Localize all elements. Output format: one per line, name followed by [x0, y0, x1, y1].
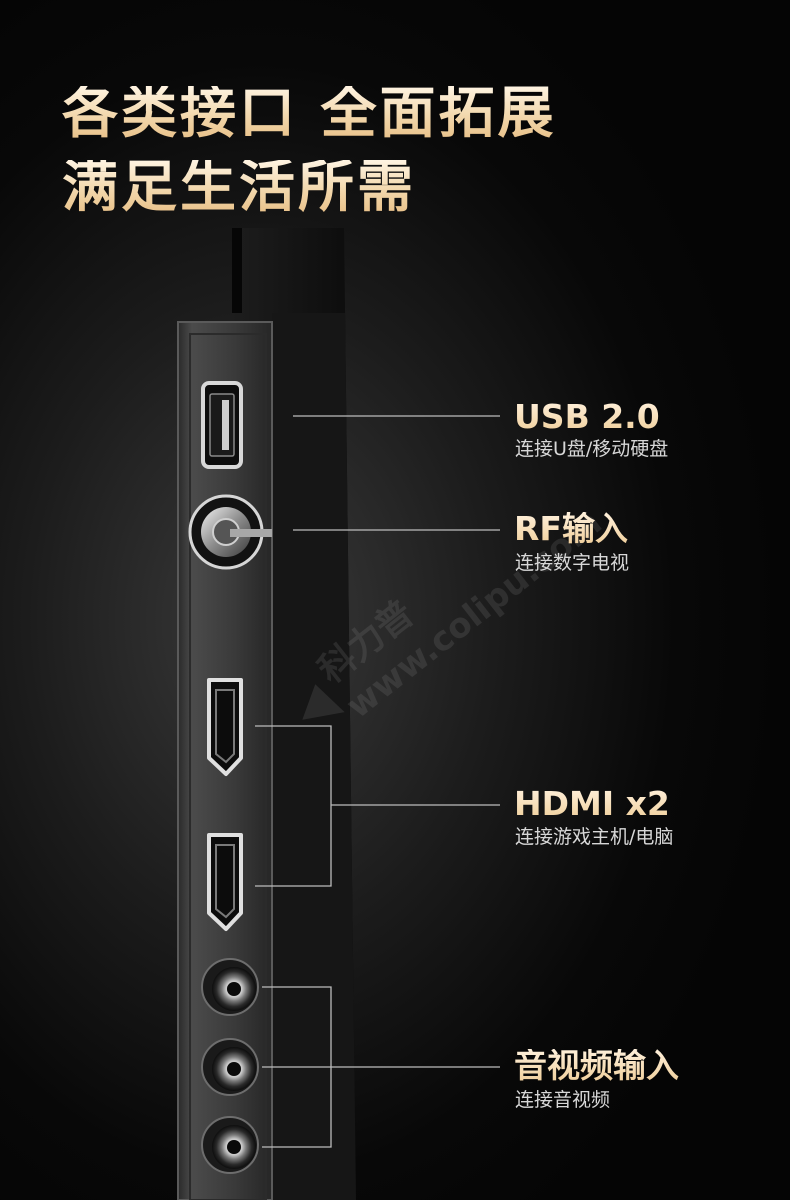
av-description: 连接音视频 — [515, 1089, 611, 1111]
hdmi-bracket — [255, 725, 332, 887]
hdmi-port-icon — [207, 833, 243, 931]
tv-back-plate — [272, 313, 356, 1200]
rca-jack-icon — [201, 1038, 259, 1096]
port-panel-inner-edge — [189, 333, 267, 1200]
rf-coax-port-icon — [188, 494, 272, 570]
usb-title: USB 2.0 — [514, 397, 660, 436]
leader-lines — [255, 415, 500, 1148]
hdmi-description: 连接游戏主机/电脑 — [515, 826, 674, 848]
av-title: 音视频输入 — [514, 1046, 679, 1085]
rf-title: RF输入 — [514, 509, 628, 548]
usb-description: 连接U盘/移动硬盘 — [515, 438, 669, 460]
rca-jack-icon — [201, 1116, 259, 1174]
watermark-logo-icon — [302, 684, 345, 720]
hdmi-port-icon — [207, 678, 243, 776]
tv-body-shadow — [232, 228, 242, 313]
headline-line-2: 满足生活所需 — [62, 155, 416, 220]
headline-line-1: 各类接口 全面拓展 — [62, 81, 557, 146]
rf-description: 连接数字电视 — [515, 552, 630, 574]
rca-jack-icon — [201, 958, 259, 1016]
usb-port-icon — [201, 381, 243, 469]
hdmi-title: HDMI x2 — [514, 784, 670, 823]
